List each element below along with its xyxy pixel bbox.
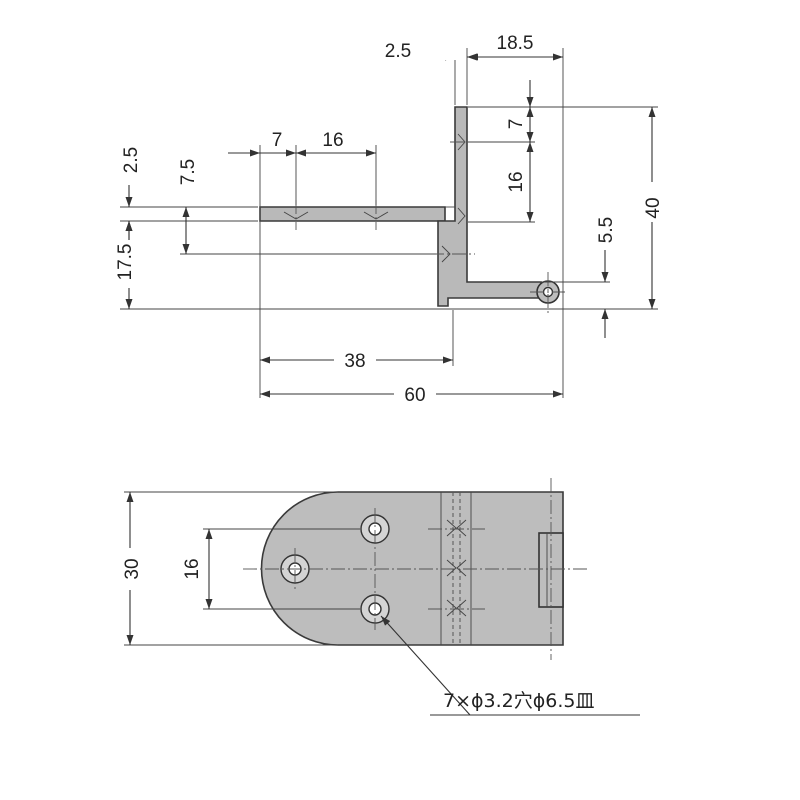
dim-right-height: 40 (643, 197, 664, 218)
dim-plate-hole-pitch: 16 (182, 558, 203, 579)
top-view-extension-lines (124, 491, 360, 646)
dimension-lines (125, 53, 656, 398)
dim-leaf-length: 38 (344, 351, 365, 372)
dim-top-hole-offset: 7 (506, 119, 527, 130)
dim-top-depth: 18.5 (497, 33, 534, 54)
dim-overall-length: 60 (404, 385, 425, 406)
dim-left-hole-pitch: 16 (322, 130, 343, 151)
center-lines (243, 478, 590, 660)
top-view: 30 16 7×ϕ3.2穴ϕ6.5皿 (120, 478, 640, 716)
dim-top-hole-pitch: 16 (506, 171, 527, 192)
bend-lines (440, 492, 472, 645)
extension-lines (120, 48, 658, 398)
dim-pivot-height: 5.5 (596, 217, 617, 243)
hole-note-leader (380, 615, 471, 716)
bracket-l-leaf (437, 106, 542, 307)
dim-left-hole-offset: 7 (272, 130, 283, 151)
hinge-plate (260, 491, 564, 646)
hidden-countersinks (446, 519, 467, 617)
dim-plate-width: 30 (122, 558, 143, 579)
hidden-lines (452, 492, 461, 645)
hole-note: 7×ϕ3.2穴ϕ6.5皿 (443, 690, 595, 712)
dim-side-height: 17.5 (115, 244, 136, 281)
dim-side-thickness: 2.5 (121, 147, 142, 173)
dim-side-hole-height: 7.5 (178, 159, 199, 185)
side-view: 2.5 18.5 7 16 40 5.5 7 16 2.5 7.5 17.5 3… (112, 33, 664, 406)
dim-top-thickness: 2.5 (385, 41, 411, 62)
